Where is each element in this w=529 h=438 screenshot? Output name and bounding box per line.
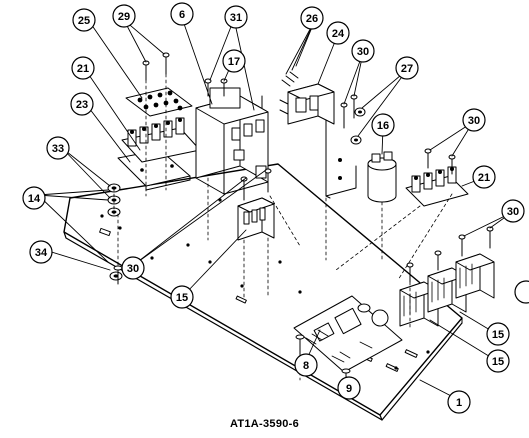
contactor — [195, 87, 269, 195]
callout-number: 17 — [228, 56, 240, 68]
callout-14 — [22, 186, 46, 210]
callout-number: 29 — [118, 11, 130, 23]
callout-21b — [472, 165, 496, 189]
callout-15a — [170, 285, 194, 309]
callout-number: 30 — [127, 263, 139, 275]
callout-number: 21 — [77, 63, 89, 75]
callout-number: 31 — [230, 12, 242, 24]
callout-34 — [29, 240, 53, 264]
callout-number: 15 — [492, 356, 504, 368]
callout-16 — [371, 113, 395, 137]
callout-25 — [72, 8, 96, 32]
terminal-block-right — [405, 166, 469, 207]
circuit-board — [293, 295, 403, 373]
callout-number: 21 — [478, 172, 490, 184]
terminal-cover — [125, 87, 193, 117]
callout-number: 16 — [377, 120, 389, 132]
callout-23 — [70, 92, 94, 116]
callout-number: 23 — [76, 99, 88, 111]
callout-number: 33 — [52, 143, 64, 155]
screw-30-right-lower — [406, 226, 494, 283]
callout-number: 26 — [306, 13, 318, 25]
callout-30d — [121, 256, 145, 280]
callout-15b — [486, 322, 510, 346]
relay-socket-row — [399, 253, 495, 327]
screw-8 — [295, 334, 305, 355]
callout-30a — [351, 39, 375, 63]
callout-number: 9 — [346, 383, 352, 395]
screw-30-left-lower — [240, 168, 272, 201]
callout-partial — [514, 280, 529, 304]
callout-33 — [46, 136, 70, 160]
callout-number: 15 — [176, 292, 188, 304]
callout-21a — [71, 56, 95, 80]
relay-assembly — [279, 71, 335, 125]
screw-29 — [142, 52, 170, 81]
washer-27 — [350, 107, 366, 145]
figure-id-label: AT1A-3590-6 — [229, 418, 300, 430]
callout-number: 27 — [401, 63, 413, 75]
relay-bracket — [325, 119, 357, 199]
relay-socket-left — [237, 197, 275, 241]
callout-6 — [170, 2, 194, 26]
callout-number: 14 — [28, 193, 41, 205]
callout-number: 15 — [492, 329, 504, 341]
callout-24 — [326, 21, 350, 45]
callout-26 — [300, 6, 324, 30]
callout-number: 30 — [357, 46, 369, 58]
screw-30-right-top — [424, 148, 456, 175]
callout-number: 8 — [303, 360, 309, 372]
callout-number: 6 — [179, 9, 185, 21]
callout-numbers: 1 6 8 9 14 15 15 15 16 17 21 21 23 24 25… — [28, 9, 519, 409]
callout-number: 1 — [456, 397, 462, 409]
callout-number: 24 — [332, 28, 345, 40]
capacitor — [367, 151, 397, 203]
callout-8 — [294, 353, 318, 377]
callout-27 — [395, 56, 419, 80]
callout-number: 30 — [507, 206, 519, 218]
callout-number: 34 — [35, 247, 48, 259]
screw-30-bracket — [340, 94, 358, 129]
callout-number: 25 — [78, 15, 90, 27]
callout-number: 30 — [468, 115, 480, 127]
callout-31 — [224, 5, 248, 29]
callout-15c — [486, 349, 510, 373]
callout-30c — [501, 199, 525, 223]
callout-bubbles — [22, 2, 529, 414]
callout-1 — [447, 390, 471, 414]
callout-30b — [462, 108, 486, 132]
callout-9 — [337, 376, 361, 400]
terminal-block-left — [121, 117, 201, 163]
callout-17 — [222, 49, 246, 73]
callout-29 — [112, 4, 136, 28]
